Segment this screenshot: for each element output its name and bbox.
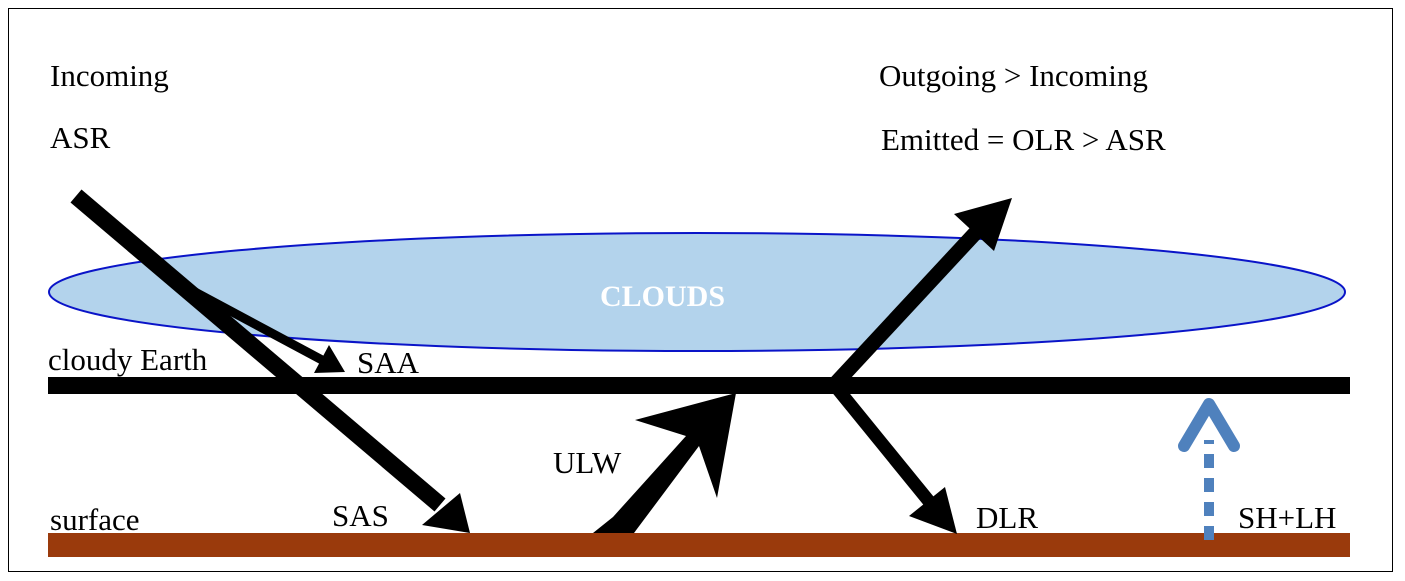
sas-label: SAS [332, 498, 389, 533]
saa-label: SAA [357, 345, 420, 380]
incoming-label: Incoming [50, 58, 169, 93]
sensible-latent-heat-arrow [1178, 398, 1240, 540]
clouds-label: CLOUDS [600, 280, 725, 313]
outgoing-olr-arrow [830, 198, 1012, 389]
surface-bar [48, 533, 1350, 557]
saa-absorption-arrow [192, 288, 345, 373]
surface-label: surface [50, 502, 140, 537]
cloudy-earth-label: cloudy Earth [48, 342, 208, 377]
outgoing-label: Outgoing > Incoming [879, 58, 1148, 93]
diagram-frame [8, 8, 1393, 572]
dlr-arrow [830, 382, 957, 534]
dlr-label: DLR [976, 500, 1038, 535]
asr-label: ASR [50, 120, 111, 155]
ulw-arrow [593, 393, 736, 533]
ulw-label: ULW [553, 445, 622, 480]
sh-lh-label: SH+LH [1238, 500, 1336, 535]
clouds-ellipse [48, 232, 1346, 352]
incoming-solar-arrow [70, 189, 470, 533]
emitted-label: Emitted = OLR > ASR [881, 122, 1166, 157]
cloudy-earth-line [48, 377, 1350, 394]
